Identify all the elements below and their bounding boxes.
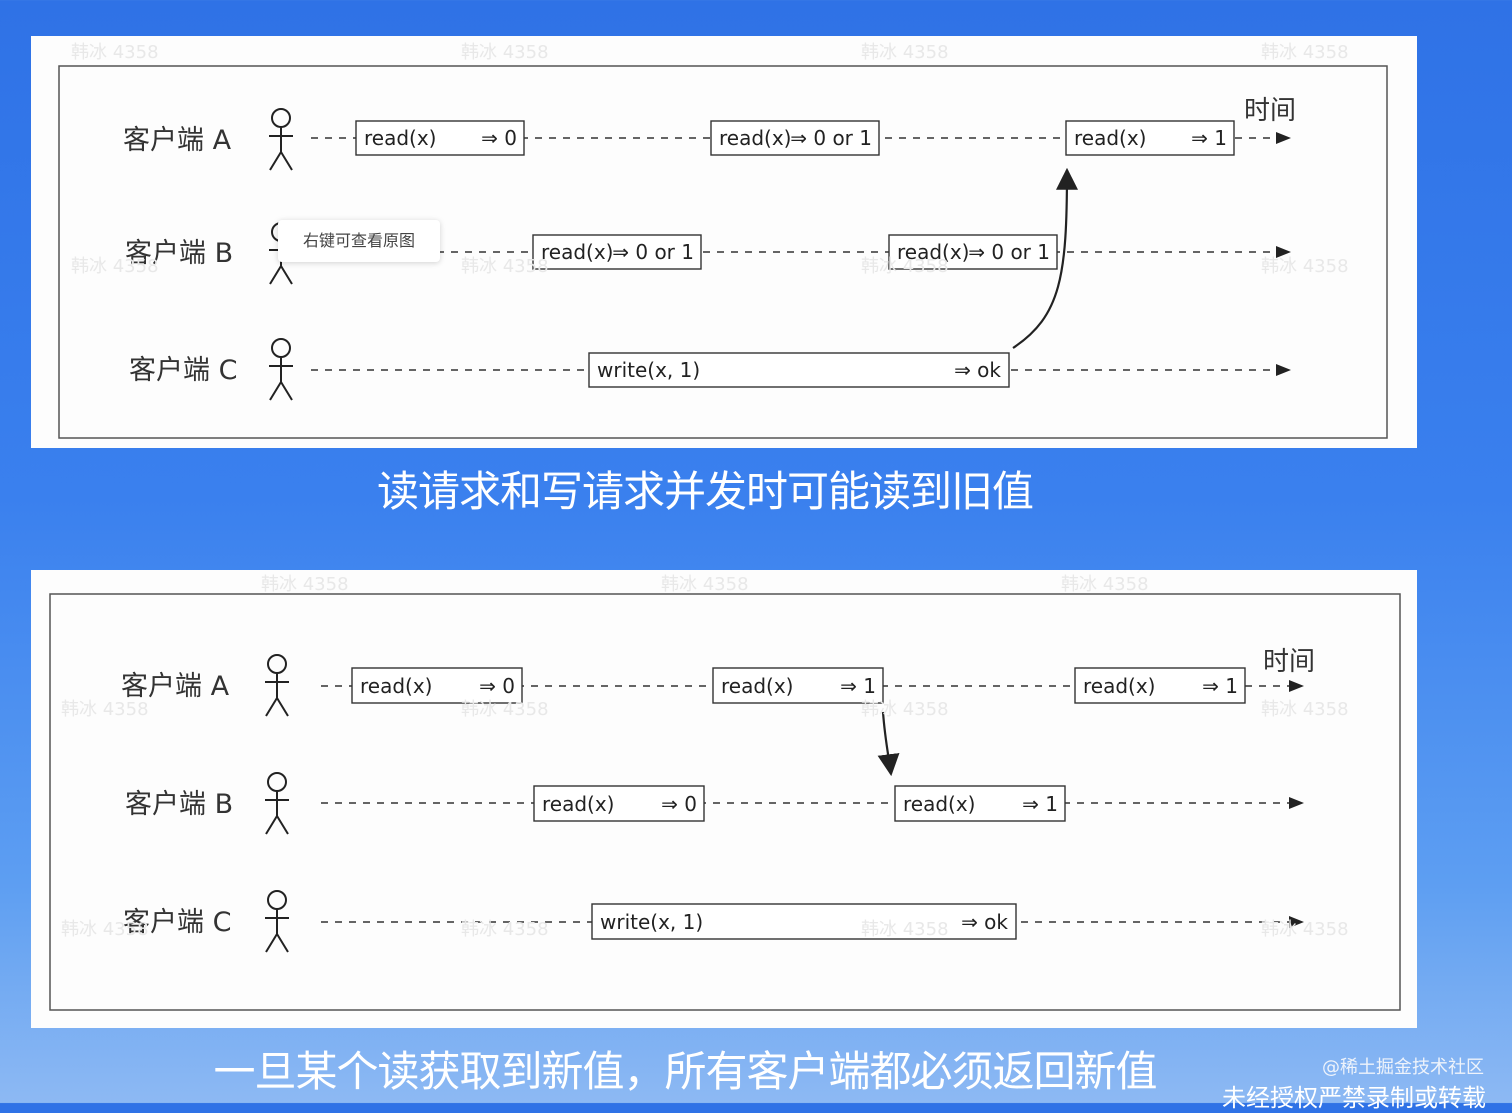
copyright-notice: 未经授权严禁录制或转载 xyxy=(1222,1084,1486,1112)
op-text: read(x) xyxy=(360,674,432,698)
client-b-label: 客户端 B xyxy=(125,789,233,820)
op-box xyxy=(532,234,702,270)
timeline-arrow-icon xyxy=(1276,246,1291,258)
person-icon xyxy=(265,890,289,953)
svg-text:韩冰 4358: 韩冰 4358 xyxy=(61,699,149,720)
client-a-label: 客户端 A xyxy=(123,125,232,156)
frame xyxy=(58,65,1388,439)
svg-text:韩冰 4358: 韩冰 4358 xyxy=(1261,256,1349,277)
watermark-pattern: 韩冰 4358 韩冰 4358 韩冰 4358 韩冰 4358 韩冰 4358 韩冰 4… xyxy=(71,42,1349,277)
op-result: ⇒ ok xyxy=(954,358,1001,382)
op-box xyxy=(355,120,525,156)
svg-text:韩冰 4358: 韩冰 4358 xyxy=(661,574,749,595)
person-icon xyxy=(265,772,289,835)
svg-text:韩冰 4358: 韩冰 4358 xyxy=(461,256,549,277)
op-text: read(x) xyxy=(721,674,793,698)
diagram-panel-bottom: 客户端 A 客户端 B 客户端 C 时间 read(x) ⇒ 0 read(x)… xyxy=(31,570,1417,1028)
caption-bottom: 一旦某个读获取到新值，所有客户端都必须返回新值 xyxy=(213,1047,1157,1096)
svg-text:韩冰 4358: 韩冰 4358 xyxy=(61,919,149,940)
svg-text:韩冰 4358: 韩冰 4358 xyxy=(861,256,949,277)
timeline-arrow-icon xyxy=(1276,132,1291,144)
op-result: ⇒ 0 xyxy=(481,126,517,150)
op-box xyxy=(710,120,880,156)
op-result: ⇒ 0 or 1 xyxy=(612,240,694,264)
op-text: read(x) xyxy=(903,792,975,816)
svg-text:韩冰 4358: 韩冰 4358 xyxy=(461,42,549,63)
caption-top: 读请求和写请求并发时可能读到旧值 xyxy=(376,467,1034,516)
svg-text:韩冰 4358: 韩冰 4358 xyxy=(1061,574,1149,595)
op-box xyxy=(351,667,523,704)
op-text: write(x, 1) xyxy=(600,910,703,934)
svg-text:韩冰 4358: 韩冰 4358 xyxy=(861,42,949,63)
op-box xyxy=(591,903,1017,940)
op-text: write(x, 1) xyxy=(597,358,700,382)
watermark-pattern: 韩冰 4358 韩冰 4358 韩冰 4358 韩冰 4358 韩冰 4358 韩冰 4… xyxy=(61,574,1349,940)
op-text: read(x) xyxy=(542,792,614,816)
op-result: ⇒ 0 or 1 xyxy=(790,126,872,150)
op-text: read(x) xyxy=(897,240,969,264)
op-text: read(x) xyxy=(719,126,791,150)
op-result: ⇒ 0 or 1 xyxy=(968,240,1050,264)
op-box xyxy=(1074,667,1246,704)
person-icon xyxy=(269,338,293,401)
person-icon xyxy=(269,108,293,171)
op-result: ⇒ ok xyxy=(961,910,1008,934)
op-box xyxy=(588,352,1010,388)
propagation-arrow xyxy=(1012,167,1078,349)
context-tooltip: 右键可查看原图 xyxy=(278,220,440,262)
op-result: ⇒ 0 xyxy=(479,674,515,698)
timeline-arrow-icon xyxy=(1289,680,1304,692)
client-c-label: 客户端 C xyxy=(129,355,237,386)
diagram-bottom-svg: 客户端 A 客户端 B 客户端 C 时间 read(x) ⇒ 0 read(x)… xyxy=(49,574,1401,1011)
time-label: 时间 xyxy=(1244,96,1296,126)
svg-text:韩冰 4358: 韩冰 4358 xyxy=(861,699,949,720)
client-b-label: 客户端 B xyxy=(125,238,233,269)
svg-text:韩冰 4358: 韩冰 4358 xyxy=(461,699,549,720)
person-icon xyxy=(265,654,289,717)
frame xyxy=(49,593,1401,1011)
svg-text:韩冰 4358: 韩冰 4358 xyxy=(1261,42,1349,63)
op-result: ⇒ 1 xyxy=(1202,674,1238,698)
op-box xyxy=(894,785,1066,822)
op-result: ⇒ 1 xyxy=(1191,126,1227,150)
client-a-label: 客户端 A xyxy=(121,671,230,702)
client-c-label: 客户端 C xyxy=(123,907,231,938)
op-result: ⇒ 1 xyxy=(1022,792,1058,816)
op-text: read(x) xyxy=(364,126,436,150)
timeline-arrow-icon xyxy=(1289,797,1304,809)
op-result: ⇒ 0 xyxy=(661,792,697,816)
svg-text:韩冰 4358: 韩冰 4358 xyxy=(461,919,549,940)
propagation-arrow xyxy=(877,711,900,777)
timeline-arrow-icon xyxy=(1276,364,1291,376)
op-box xyxy=(1065,120,1235,156)
svg-text:韩冰 4358: 韩冰 4358 xyxy=(1261,699,1349,720)
svg-text:韩冰 4358: 韩冰 4358 xyxy=(261,574,349,595)
timeline-arrow-icon xyxy=(1289,916,1304,928)
op-box xyxy=(712,667,884,704)
op-result: ⇒ 1 xyxy=(840,674,876,698)
op-text: read(x) xyxy=(1083,674,1155,698)
svg-text:韩冰 4358: 韩冰 4358 xyxy=(71,42,159,63)
svg-text:韩冰 4358: 韩冰 4358 xyxy=(861,919,949,940)
svg-text:韩冰 4358: 韩冰 4358 xyxy=(71,256,159,277)
svg-text:韩冰 4358: 韩冰 4358 xyxy=(1261,919,1349,940)
site-watermark: @稀土掘金技术社区 xyxy=(1322,1057,1484,1078)
diagram-panel-top: 客户端 A 客户端 B 客户端 C 时间 read(x) ⇒ 0 read(x)… xyxy=(31,36,1417,448)
op-box xyxy=(888,234,1058,270)
op-text: read(x) xyxy=(541,240,613,264)
op-box xyxy=(533,785,705,822)
diagram-top-svg: 客户端 A 客户端 B 客户端 C 时间 read(x) ⇒ 0 read(x)… xyxy=(58,42,1388,439)
time-label: 时间 xyxy=(1263,647,1315,677)
op-text: read(x) xyxy=(1074,126,1146,150)
